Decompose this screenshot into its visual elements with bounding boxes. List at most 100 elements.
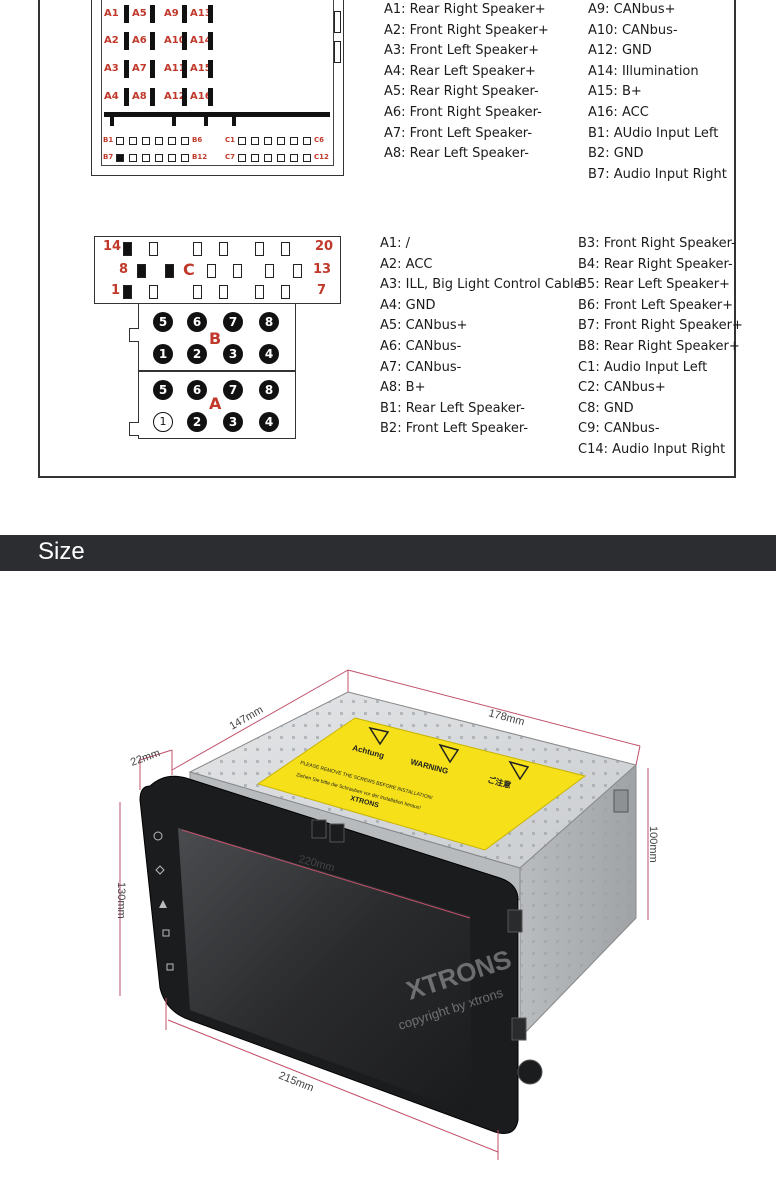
dim-width-bottom: 215mm <box>277 1070 316 1095</box>
connector-side-slot <box>334 11 341 33</box>
mounting-bracket <box>329 823 345 843</box>
pin-socket <box>251 154 259 162</box>
pin-description: A10: CANbus- <box>588 22 678 38</box>
pin-socket <box>165 264 174 278</box>
terminal-blade <box>182 88 187 106</box>
pin-socket <box>238 137 246 145</box>
row-start-label: B7 <box>103 153 114 161</box>
pin-socket <box>193 242 202 256</box>
pin-description: A8: B+ <box>380 380 426 396</box>
display-screen <box>178 828 472 1114</box>
pin-description: B2: GND <box>588 146 644 162</box>
mounting-bracket <box>511 1017 527 1041</box>
mounting-bracket <box>311 819 327 839</box>
terminal-blade <box>150 32 155 50</box>
row-end-label: B12 <box>192 153 208 161</box>
terminal-blade <box>182 5 187 23</box>
c-pin-number: 20 <box>315 239 334 254</box>
row-start-label: C7 <box>225 153 236 161</box>
pin-socket <box>233 264 242 278</box>
a-pin-label: A9 <box>164 8 179 19</box>
pin-socket <box>155 137 163 145</box>
a-pin-label: A10 <box>164 35 186 46</box>
round-pin: 1 <box>153 412 173 432</box>
dimension-lines <box>119 669 649 1160</box>
pin-description: A16: ACC <box>588 104 649 120</box>
pin-description: A4: GND <box>380 297 436 313</box>
pin-socket <box>168 137 176 145</box>
mounting-bracket <box>613 789 629 813</box>
round-pin: 4 <box>259 344 279 364</box>
pin-description: A7: Front Left Speaker- <box>384 125 533 141</box>
pin-description: A4: Rear Left Speaker+ <box>384 63 536 79</box>
pin-socket <box>238 154 246 162</box>
terminal-blade <box>124 60 129 78</box>
mounting-bracket <box>507 909 523 933</box>
connector-key <box>110 117 114 126</box>
row-start-label: B1 <box>103 136 114 144</box>
pin-socket <box>149 242 158 256</box>
volume-down-icon <box>166 963 174 971</box>
pin-socket <box>116 154 124 162</box>
product-illustration: Achtung WARNING ご注意 PLEASE REMOVE THE SC… <box>115 669 659 1160</box>
round-pin: 6 <box>187 312 207 332</box>
pin-socket <box>123 285 132 299</box>
pin-socket <box>181 137 189 145</box>
eject-icon <box>159 900 167 908</box>
pin-socket <box>142 154 150 162</box>
pin-description: B4: Rear Right Speaker- <box>578 256 733 272</box>
pin-description: A14: Illumination <box>588 63 699 79</box>
dim-height-front: 130mm <box>115 882 127 919</box>
a-pin-label: A8 <box>132 91 147 102</box>
mounting-screw <box>517 1059 543 1085</box>
pin-description: B3: Front Right Speaker- <box>578 236 736 251</box>
volume-up-icon <box>162 929 170 937</box>
pin-socket <box>290 154 298 162</box>
connector-tab <box>129 328 139 342</box>
a-pin-label: A7 <box>132 63 147 74</box>
round-pin: 5 <box>153 380 173 400</box>
connector-c-block: 14 20 8 13 1 7 C <box>94 236 341 304</box>
connector-key <box>204 117 208 126</box>
connector-divider <box>104 112 330 117</box>
pin-socket <box>123 242 132 256</box>
round-pin: 3 <box>223 344 243 364</box>
pin-socket <box>255 285 264 299</box>
c-pin-number: 1 <box>111 283 121 298</box>
pin-socket <box>281 242 290 256</box>
round-pin: 3 <box>223 412 243 432</box>
connector-c-letter: C <box>183 260 195 279</box>
connector-key <box>172 117 176 126</box>
a-pin-label: A15 <box>190 63 212 74</box>
terminal-blade <box>208 88 213 106</box>
dim-height-body: 100mm <box>647 826 659 863</box>
pin-socket <box>281 285 290 299</box>
a-pin-label: A16 <box>190 91 212 102</box>
pin-socket <box>219 285 228 299</box>
size-section-header: Size <box>0 535 776 571</box>
pin-description: B6: Front Left Speaker+ <box>578 297 734 313</box>
terminal-blade <box>124 32 129 50</box>
c-pin-number: 14 <box>103 239 122 254</box>
pin-socket <box>264 154 272 162</box>
a-pin-label: A4 <box>104 91 119 102</box>
warning-sticker <box>256 717 587 851</box>
connector-top-housing <box>101 0 334 166</box>
pin-socket <box>277 154 285 162</box>
round-pin: 5 <box>153 312 173 332</box>
pin-description: A1: Rear Right Speaker+ <box>384 2 546 17</box>
pin-description: A2: ACC <box>380 256 433 272</box>
pin-description: C14: Audio Input Right <box>578 441 726 457</box>
pin-description: C8: GND <box>578 400 634 416</box>
a-pin-label: A13 <box>190 8 212 19</box>
pin-description: A2: Front Right Speaker+ <box>384 22 549 38</box>
terminal-blade <box>150 88 155 106</box>
pin-socket <box>137 264 146 278</box>
pin-socket <box>116 137 124 145</box>
terminal-blade <box>182 60 187 78</box>
pin-socket <box>251 137 259 145</box>
pin-socket <box>303 154 311 162</box>
pin-socket <box>193 285 202 299</box>
